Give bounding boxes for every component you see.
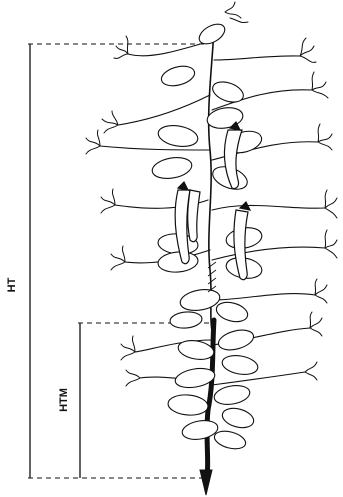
pod — [188, 190, 200, 242]
pod-tip — [178, 182, 188, 190]
ht-label: HT — [6, 277, 18, 292]
pod-tip — [240, 202, 250, 210]
root-tip — [200, 470, 212, 495]
leaflets — [151, 20, 264, 452]
htm-label: HTM — [58, 388, 70, 412]
